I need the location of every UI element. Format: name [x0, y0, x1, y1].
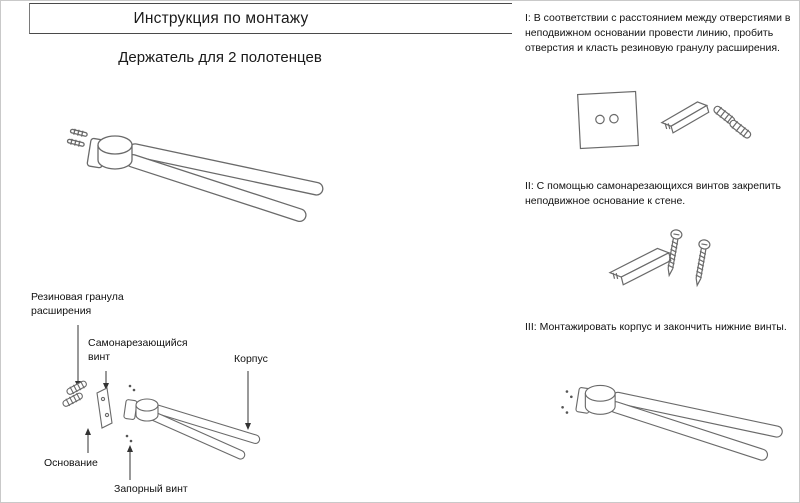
label-locking-screw: Запорный винт	[114, 483, 188, 495]
base-plate	[96, 387, 113, 429]
towel-holder-illustration	[66, 128, 324, 223]
screw-dots	[125, 384, 136, 443]
base-bar	[660, 101, 710, 134]
towel-arms	[125, 143, 324, 223]
wall-block	[123, 399, 138, 420]
self-tapping-screw-icon	[667, 229, 683, 278]
callout-lines	[77, 325, 249, 480]
header: Инструкция по монтажу	[29, 3, 512, 34]
step-3-text: III: Монтажировать корпус и закончить ни…	[525, 321, 787, 333]
wall-template	[576, 90, 640, 150]
pivot-cylinder	[97, 135, 133, 170]
pivot-cylinder	[135, 398, 159, 422]
label-rubber-granule: Резиновая гранула расширения	[31, 291, 124, 317]
step-2-illustration	[608, 229, 711, 288]
step-1-illustration	[576, 90, 752, 150]
step-2-text: II: С помощью самонарезающихся винтов за…	[525, 180, 781, 208]
label-base: Основание	[44, 457, 98, 469]
step-3-illustration	[561, 384, 783, 461]
self-tapping-screw-icon	[695, 239, 711, 288]
base-bar	[608, 247, 672, 286]
towel-holder-drawing	[66, 128, 324, 223]
screw-dots	[561, 390, 573, 414]
pivot-cylinder	[584, 384, 616, 415]
exploded-diagram	[62, 325, 261, 480]
exploded-view: Резиновая гранула расширения Самонарезаю…	[26, 287, 356, 501]
step-1-text: I: В соответствии с расстоянием между от…	[525, 12, 791, 55]
towel-arms	[609, 391, 783, 461]
page-title: Инструкция по монтажу	[133, 10, 309, 27]
towel-arms	[149, 404, 261, 460]
rubber-anchor-icon	[62, 392, 83, 407]
label-self-tapping-screw: Самонарезающийся винт	[88, 337, 188, 363]
label-body: Корпус	[234, 353, 268, 365]
mounting-screw-icon	[69, 128, 88, 137]
product-subtitle: Держатель для 2 полотенцев	[118, 49, 322, 66]
mounting-screw-icon	[66, 138, 85, 147]
rubber-anchor-icon	[66, 380, 87, 395]
rubber-anchor-icon	[729, 119, 752, 139]
